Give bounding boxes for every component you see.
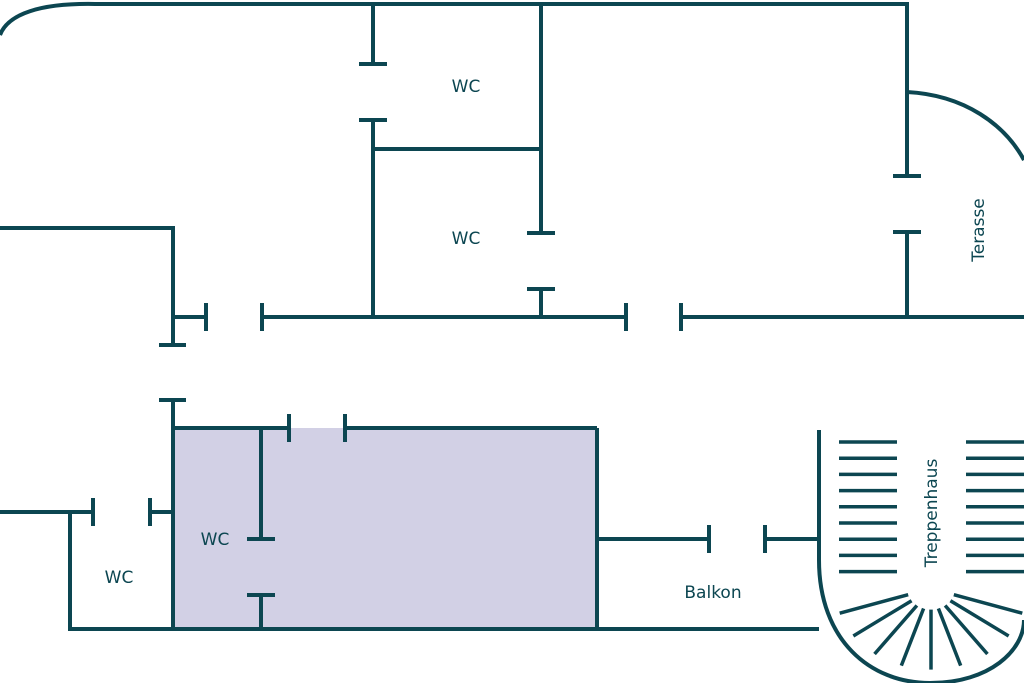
terasse-label: Terasse	[969, 198, 989, 263]
stair-tread-curved	[936, 607, 963, 667]
upper-left-wall	[0, 226, 175, 345]
stair-tread-curved	[899, 607, 926, 667]
stair-tread-curved	[852, 599, 913, 638]
stair-treads	[839, 440, 1024, 670]
wc-highlight-label: WC	[201, 530, 230, 550]
treppenhaus-label: Treppenhaus	[922, 459, 942, 569]
stair-tread-curved	[949, 599, 1010, 638]
wc-bottom-left-label: WC	[105, 568, 134, 588]
stair-tread-curved	[943, 604, 989, 656]
balkon-label: Balkon	[684, 583, 741, 603]
stair-tread-curved	[839, 592, 909, 615]
wc-top-label: WC	[452, 77, 481, 97]
wc-middle-label: WC	[452, 229, 481, 249]
stairwell-outline	[817, 430, 1024, 683]
outer-top-wall	[0, 1, 909, 317]
stair-tread-curved	[873, 604, 919, 656]
stair-tread-curved	[953, 592, 1023, 615]
terrace-arc	[906, 90, 1024, 161]
highlighted-room	[173, 428, 597, 629]
